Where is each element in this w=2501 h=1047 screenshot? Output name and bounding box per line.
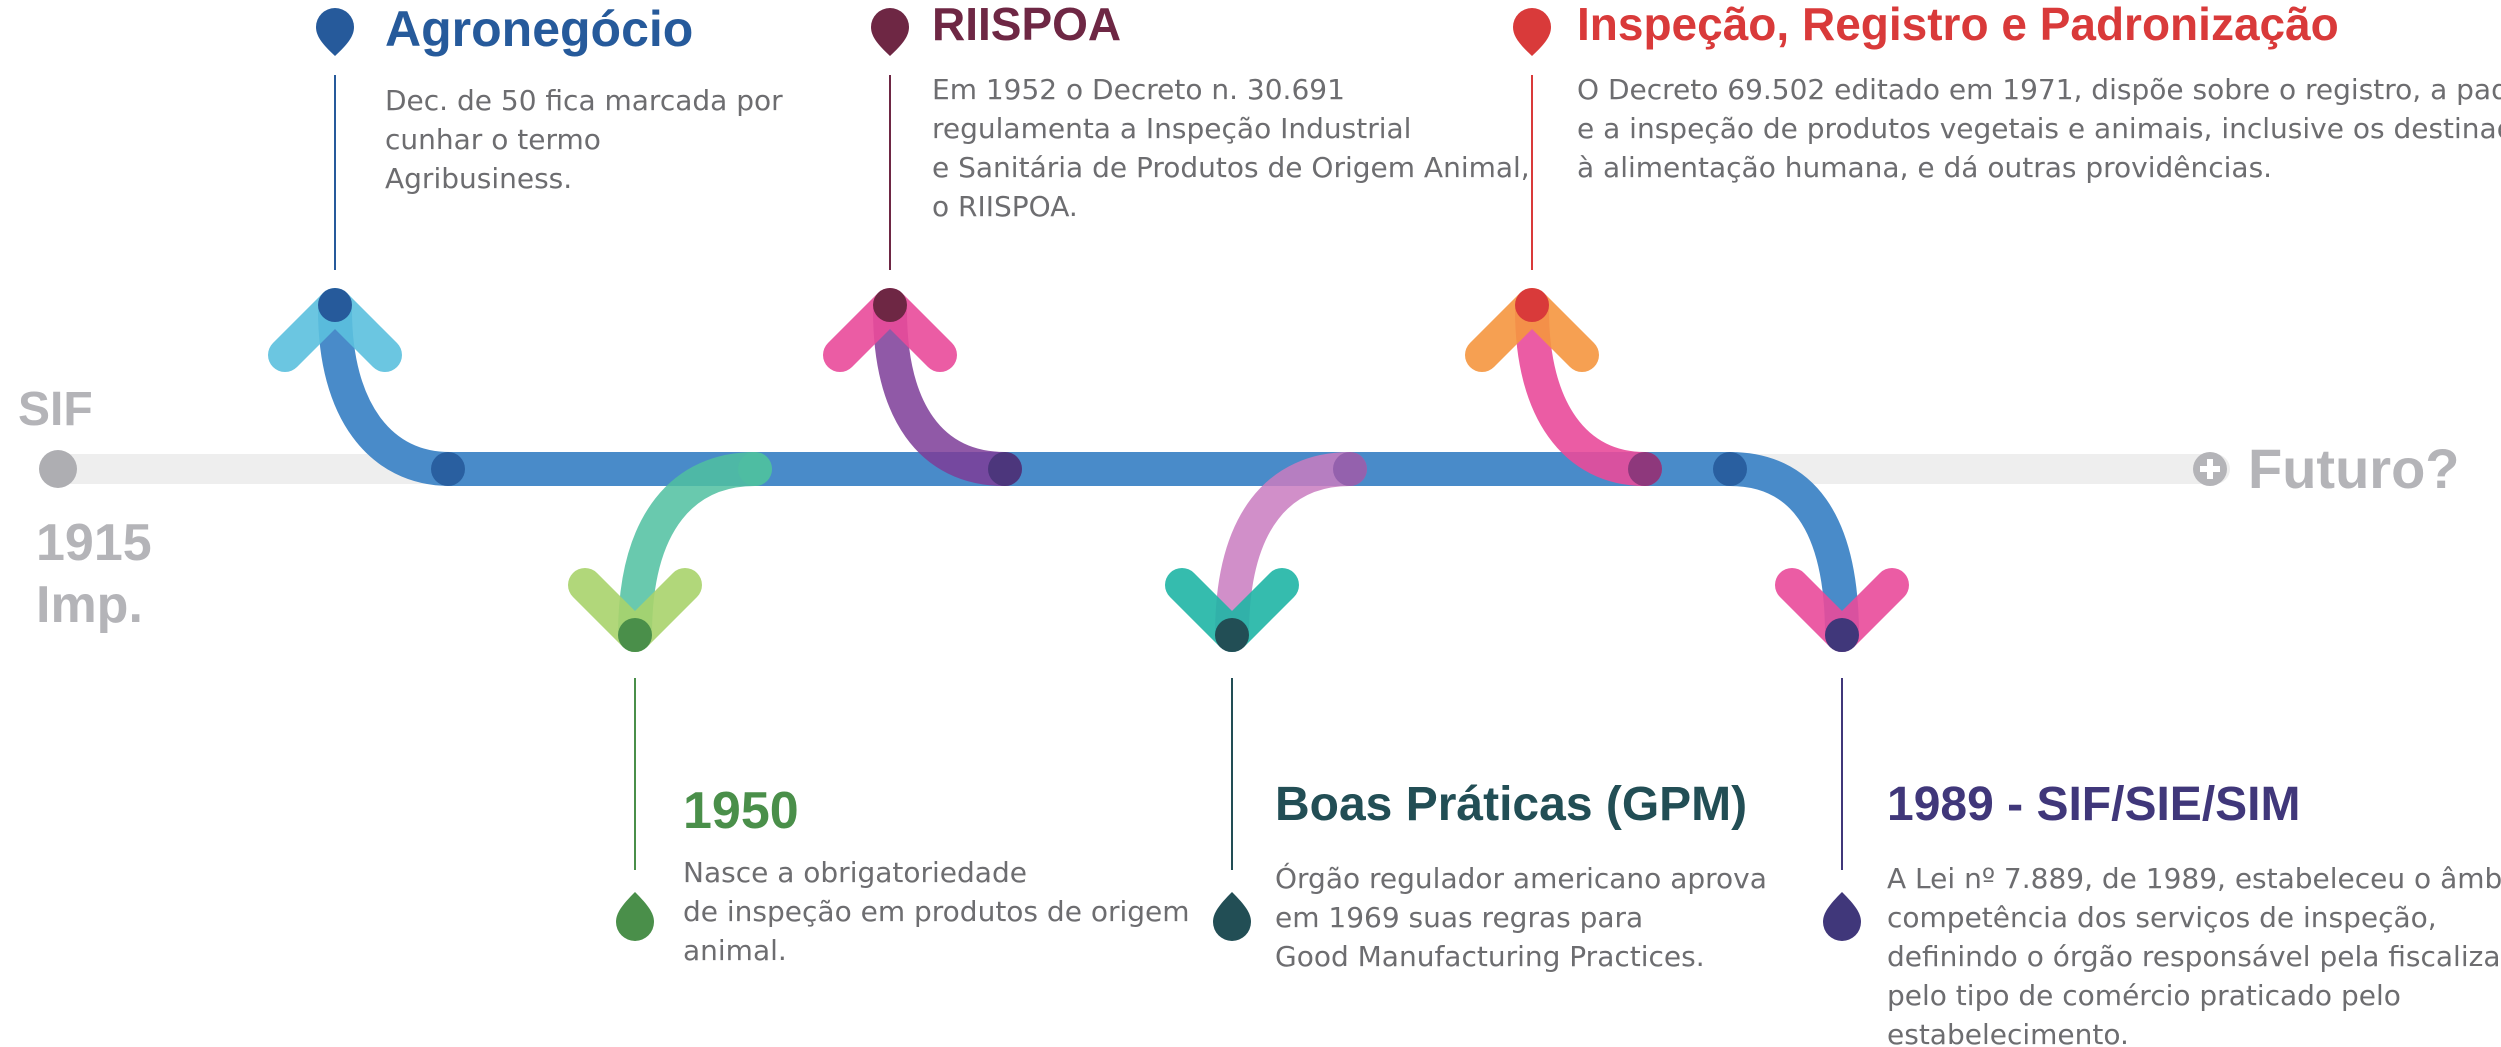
plus-circle-icon[interactable]: [2193, 452, 2227, 486]
event-title-riispoa: RIISPOA: [932, 0, 1121, 50]
map-pin-icon: [871, 8, 909, 56]
event-text-sif: A Lei nº 7.889, de 1989, estabeleceu o â…: [1887, 862, 2501, 1047]
event-text-inspecao: O Decreto 69.502 editado em 1971, dispõe…: [1577, 73, 2501, 184]
down-arrow-sif: [1775, 568, 1909, 652]
timeline-start-year: 1915: [36, 514, 152, 572]
drop-icon: [1823, 892, 1861, 941]
timeline-start-label: SIF: [18, 383, 93, 436]
timeline-start-note: Imp.: [36, 576, 143, 634]
up-arrow-inspecao: [1465, 288, 1599, 372]
timeline-start-dot: [39, 450, 77, 488]
event-title-agronegocio: Agronegócio: [385, 1, 693, 57]
branch-curve-1950: [618, 452, 772, 652]
event-text-gpm: Órgão regulador americano aprova em 1969…: [1275, 861, 1776, 973]
branch-curve-riispoa: [873, 293, 1022, 486]
down-arrow-gpm: [1165, 568, 1299, 652]
timeline-end-label: Futuro?: [2248, 437, 2459, 500]
drop-icon: [616, 892, 654, 941]
branch-curve-inspecao: [1515, 293, 1662, 486]
event-text-riispoa: Em 1952 o Decreto n. 30.691 regulamenta …: [932, 73, 1539, 223]
up-arrow-agronegocio: [268, 288, 402, 372]
map-pin-icon: [1513, 8, 1551, 56]
branch-curve-gpm: [1215, 452, 1367, 652]
event-title-1950: 1950: [683, 782, 799, 840]
down-arrow-1950: [568, 568, 702, 652]
drop-icon: [1213, 892, 1251, 941]
event-text-agronegocio: Dec. de 50 fica marcada por cunhar o ter…: [385, 84, 792, 195]
map-pin-icon: [316, 8, 354, 56]
event-title-inspecao: Inspeção, Registro e Padronização: [1577, 0, 2339, 50]
event-title-gpm: Boas Práticas (GPM): [1275, 778, 1747, 831]
event-text-1950: Nasce a obrigatoriedade de inspeção em p…: [683, 856, 1198, 967]
timeline-main-path: [318, 293, 1859, 652]
up-arrow-riispoa: [823, 288, 957, 372]
event-title-sif: 1989 - SIF/SIE/SIM: [1887, 778, 2300, 831]
